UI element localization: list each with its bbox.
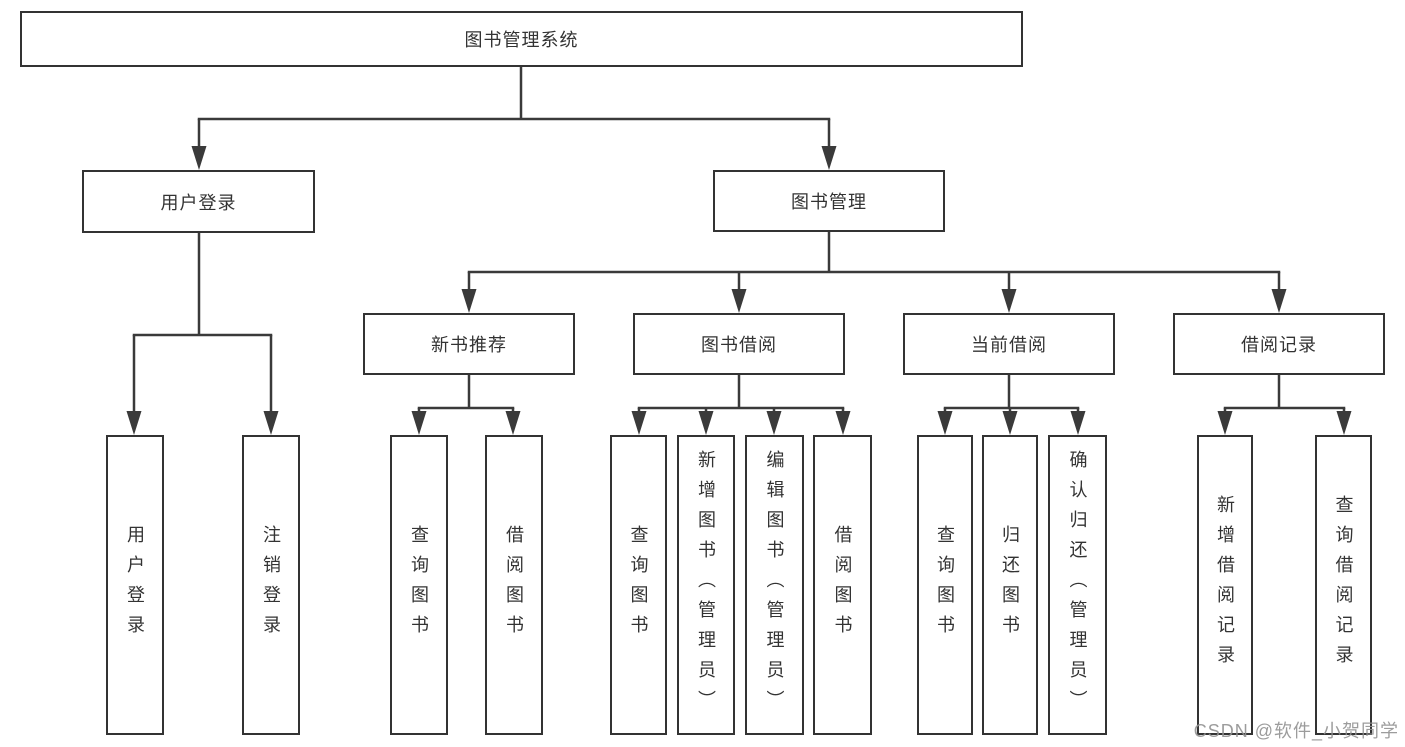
node-user-login-label: 用户登录 — [160, 192, 237, 213]
leaf-query-borrow-record: 查询借阅记录 — [1315, 435, 1372, 735]
node-root-library-system: 图书管理系统 — [20, 11, 1023, 67]
leaf-edit-book-admin-label: 编辑图书（管理员） — [764, 450, 785, 720]
leaf-confirm-return-admin-label: 确认归还（管理员） — [1067, 450, 1088, 720]
node-book-borrow: 图书借阅 — [633, 313, 845, 375]
node-current-borrow-label: 当前借阅 — [971, 335, 1047, 355]
leaf-add-borrow-record-label: 新增借阅记录 — [1215, 495, 1235, 675]
leaf-query-books-current-label: 查询图书 — [935, 525, 955, 645]
leaf-confirm-return-admin: 确认归还（管理员） — [1048, 435, 1107, 735]
leaf-query-books-recommend: 查询图书 — [390, 435, 448, 735]
leaf-user-login: 用户登录 — [106, 435, 164, 735]
leaf-logout-label: 注销登录 — [261, 525, 281, 645]
leaf-query-books-borrow: 查询图书 — [610, 435, 667, 735]
node-borrow-records-label: 借阅记录 — [1241, 335, 1317, 355]
node-new-book-recommend: 新书推荐 — [363, 313, 575, 375]
leaf-borrow-books-recommend: 借阅图书 — [485, 435, 543, 735]
node-current-borrow: 当前借阅 — [903, 313, 1115, 375]
node-root-label: 图书管理系统 — [464, 30, 579, 50]
leaf-add-book-admin: 新增图书（管理员） — [677, 435, 735, 735]
leaf-add-borrow-record: 新增借阅记录 — [1197, 435, 1253, 735]
node-new-book-recommend-label: 新书推荐 — [431, 335, 507, 355]
leaf-borrow-books-label: 借阅图书 — [832, 525, 853, 645]
node-book-management: 图书管理 — [713, 170, 945, 232]
node-book-borrow-label: 图书借阅 — [701, 335, 777, 355]
leaf-borrow-books-recommend-label: 借阅图书 — [504, 525, 524, 645]
node-borrow-records: 借阅记录 — [1173, 313, 1385, 375]
leaf-logout: 注销登录 — [242, 435, 300, 735]
leaf-return-book: 归还图书 — [982, 435, 1038, 735]
leaf-query-books-borrow-label: 查询图书 — [628, 525, 649, 645]
arrowheads — [126, 146, 1352, 435]
leaf-edit-book-admin: 编辑图书（管理员） — [745, 435, 804, 735]
leaf-user-login-label: 用户登录 — [125, 525, 145, 645]
leaf-add-book-admin-label: 新增图书（管理员） — [696, 450, 716, 720]
leaf-query-books-current: 查询图书 — [917, 435, 973, 735]
node-user-login: 用户登录 — [82, 170, 315, 233]
leaf-query-books-recommend-label: 查询图书 — [409, 525, 429, 645]
leaf-borrow-books: 借阅图书 — [813, 435, 872, 735]
node-book-management-label: 图书管理 — [791, 192, 867, 212]
leaf-query-borrow-record-label: 查询借阅记录 — [1333, 495, 1354, 675]
csdn-watermark: CSDN @软件_小贺同学 — [1193, 721, 1399, 741]
leaf-return-book-label: 归还图书 — [1000, 525, 1020, 645]
